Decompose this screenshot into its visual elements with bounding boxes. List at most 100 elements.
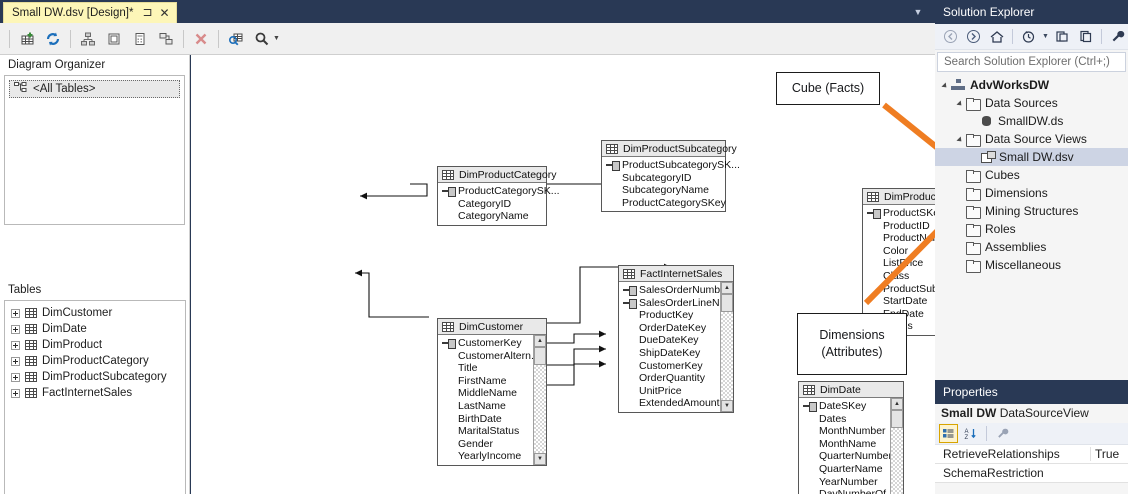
entity-header[interactable]: DimProduct bbox=[863, 189, 935, 205]
entity-column[interactable]: YearlyIncome bbox=[438, 450, 546, 463]
entity-column[interactable]: OrderQuantity bbox=[619, 372, 733, 385]
entity-column[interactable]: CustomerAltern... bbox=[438, 350, 546, 363]
entity-scrollbar[interactable]: ▲▼ bbox=[890, 398, 903, 494]
tab-small-dw-dsv[interactable]: Small DW.dsv [Design]* ⊐ ✕ bbox=[3, 2, 177, 23]
tree-item-small-dw-dsv[interactable]: Small DW.dsv bbox=[935, 148, 1128, 166]
tree-item-roles[interactable]: Roles bbox=[935, 220, 1128, 238]
entity-column[interactable]: ProductID bbox=[863, 220, 935, 233]
entity-column[interactable]: MiddleName bbox=[438, 387, 546, 400]
entity-column[interactable]: Gender bbox=[438, 438, 546, 451]
entity-column[interactable]: SalesOrderLineN... bbox=[619, 297, 733, 310]
entity-column[interactable]: StartDate bbox=[863, 295, 935, 308]
property-value[interactable]: True bbox=[1090, 447, 1128, 461]
entity-column[interactable]: DateSKey bbox=[799, 400, 903, 413]
show-diagram-icon[interactable] bbox=[76, 27, 100, 51]
delete-icon[interactable] bbox=[189, 27, 213, 51]
entity-column[interactable]: ProductSubcategorySK... bbox=[863, 283, 935, 296]
tree-item-data-source-views[interactable]: Data Source Views bbox=[935, 130, 1128, 148]
table-list-item[interactable]: DimCustomer bbox=[5, 305, 185, 321]
collapse-icon[interactable] bbox=[939, 78, 951, 92]
table-list-item[interactable]: DimProductCategory bbox=[5, 353, 185, 369]
categorized-icon[interactable] bbox=[939, 424, 958, 443]
entity-header[interactable]: DimProductCategory bbox=[438, 167, 556, 183]
expand-icon[interactable] bbox=[11, 388, 20, 398]
entity-header[interactable]: DimProductSubcategory bbox=[602, 141, 737, 157]
entity-scrollbar[interactable]: ▲▼ bbox=[720, 282, 733, 412]
collapse-icon[interactable] bbox=[954, 96, 966, 110]
tree-item-dimensions[interactable]: Dimensions bbox=[935, 184, 1128, 202]
expand-icon[interactable] bbox=[11, 308, 20, 318]
pin-icon[interactable]: ⊐ bbox=[142, 5, 153, 19]
entity-column[interactable]: ExtendedAmount bbox=[619, 397, 733, 410]
table-list-item[interactable]: DimDate bbox=[5, 321, 185, 337]
entity-column[interactable]: SubcategoryID bbox=[602, 172, 725, 185]
explore-data-icon[interactable] bbox=[224, 27, 248, 51]
entity-column[interactable]: CategoryID bbox=[438, 198, 546, 211]
scrollbar-track[interactable] bbox=[721, 312, 733, 400]
entity-column[interactable]: ListPrice bbox=[863, 257, 935, 270]
scroll-down-icon[interactable]: ▼ bbox=[721, 399, 733, 412]
entity-column[interactable]: YearNumber bbox=[799, 476, 903, 489]
entity-column[interactable]: Color bbox=[863, 245, 935, 258]
scroll-up-icon[interactable]: ▲ bbox=[721, 282, 733, 294]
entity-column[interactable]: LastName bbox=[438, 400, 546, 413]
entity-column[interactable]: MonthName bbox=[799, 438, 903, 451]
entity-column[interactable]: QuarterName bbox=[799, 463, 903, 476]
entity-column[interactable]: FirstName bbox=[438, 375, 546, 388]
entity-scrollbar[interactable]: ▲▼ bbox=[533, 335, 546, 465]
pending-changes-icon[interactable] bbox=[1018, 26, 1039, 47]
refresh-icon[interactable] bbox=[41, 27, 65, 51]
scrollbar-thumb[interactable] bbox=[721, 294, 733, 312]
home-icon[interactable] bbox=[986, 26, 1007, 47]
refresh-icon[interactable] bbox=[1075, 26, 1096, 47]
entity-column[interactable]: ProductCategorySK... bbox=[438, 185, 560, 198]
collapse-icon[interactable] bbox=[954, 132, 966, 146]
diagram-item-all-tables[interactable]: <All Tables> bbox=[9, 80, 180, 98]
entity-column[interactable]: ProductCategorySKey bbox=[602, 197, 726, 210]
entity-column[interactable]: UnitPrice bbox=[619, 385, 733, 398]
back-arrow-icon[interactable] bbox=[940, 26, 961, 47]
table-list-item[interactable]: DimProduct bbox=[5, 337, 185, 353]
tree-item-cubes[interactable]: Cubes bbox=[935, 166, 1128, 184]
entity-column[interactable]: ShipDateKey bbox=[619, 347, 733, 360]
entity-header[interactable]: DimCustomer bbox=[438, 319, 546, 335]
tree-item-smalldw-ds[interactable]: SmallDW.ds bbox=[935, 112, 1128, 130]
entity-column[interactable]: OrderDateKey bbox=[619, 322, 733, 335]
entity-column[interactable]: CustomerKey bbox=[619, 360, 733, 373]
entity-column[interactable]: MaritalStatus bbox=[438, 425, 546, 438]
table-list-item[interactable]: DimProductSubcategory bbox=[5, 369, 185, 385]
scrollbar-track[interactable] bbox=[891, 428, 903, 494]
expand-icon[interactable] bbox=[11, 340, 20, 350]
entity-column[interactable]: ProductSubcategorySK... bbox=[602, 159, 740, 172]
wrench-icon[interactable] bbox=[1107, 26, 1128, 47]
property-row[interactable]: SchemaRestriction bbox=[935, 464, 1128, 483]
entity-column[interactable]: BirthDate bbox=[438, 413, 546, 426]
entity-column[interactable]: SubcategoryName bbox=[602, 184, 725, 197]
forward-arrow-icon[interactable] bbox=[963, 26, 984, 47]
tree-item-advworksdw[interactable]: AdvWorksDW bbox=[935, 76, 1128, 94]
tree-item-assemblies[interactable]: Assemblies bbox=[935, 238, 1128, 256]
tree-item-data-sources[interactable]: Data Sources bbox=[935, 94, 1128, 112]
chevron-down-icon[interactable]: ▼ bbox=[1042, 33, 1049, 40]
entity-column[interactable]: QuarterNumber bbox=[799, 450, 903, 463]
entity-column[interactable]: ProductSKey bbox=[863, 207, 935, 220]
expand-icon[interactable] bbox=[11, 356, 20, 366]
tree-item-miscellaneous[interactable]: Miscellaneous bbox=[935, 256, 1128, 274]
diagram-organizer-list[interactable]: <All Tables> bbox=[4, 75, 185, 225]
wrench-icon[interactable] bbox=[993, 424, 1012, 443]
entity-column[interactable]: DayNumberOf... bbox=[799, 488, 903, 494]
entity-column[interactable]: CustomerKey bbox=[438, 337, 546, 350]
entity-column[interactable]: SalesOrderNumber bbox=[619, 284, 733, 297]
scroll-up-icon[interactable]: ▲ bbox=[891, 398, 903, 410]
expand-icon[interactable] bbox=[11, 324, 20, 334]
close-icon[interactable]: ✕ bbox=[159, 6, 170, 20]
